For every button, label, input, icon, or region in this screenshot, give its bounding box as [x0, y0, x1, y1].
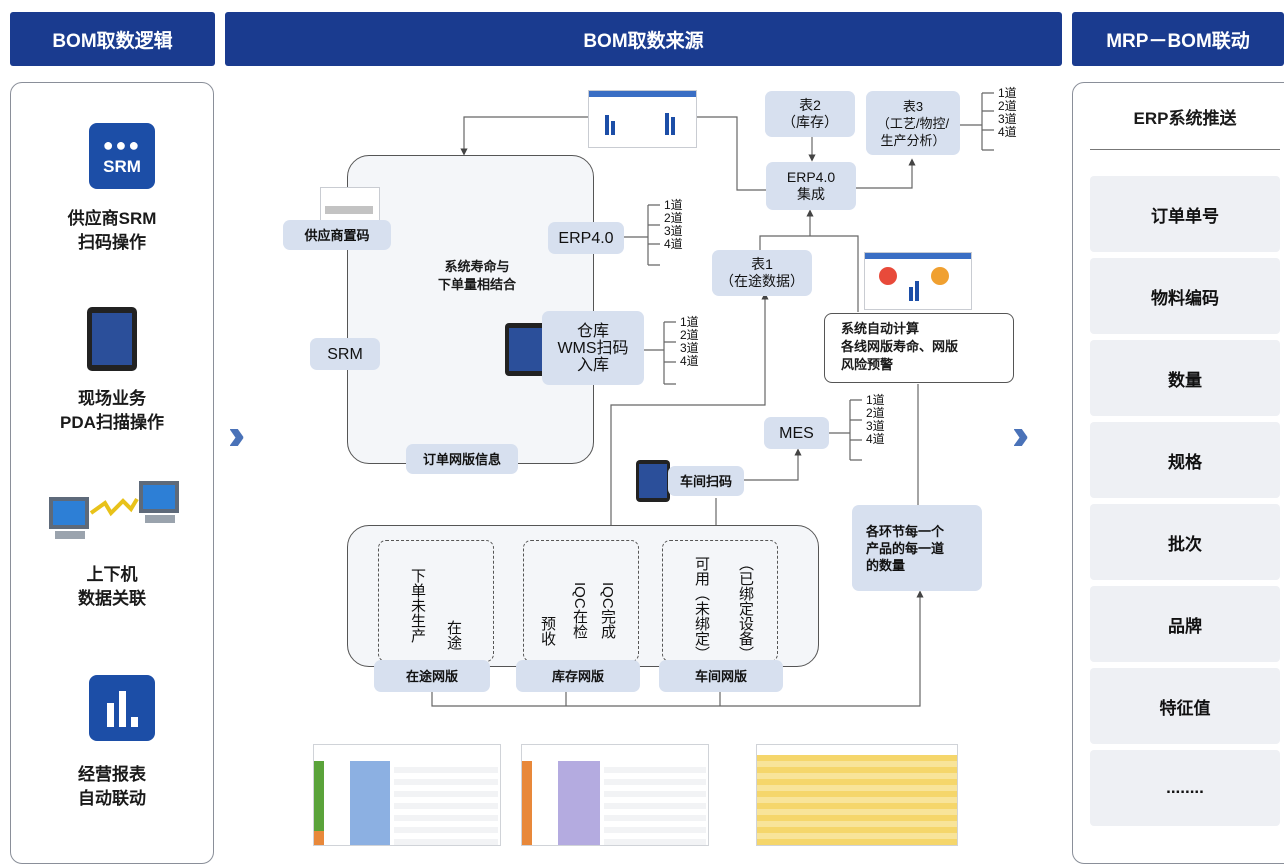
spec-item: 规格 [1090, 422, 1280, 498]
auto-calc-box: 系统自动计算 各线网版寿命、网版 风险预警 [824, 313, 1014, 383]
more-item: ........ [1090, 750, 1280, 826]
bar-chart-icon [89, 675, 155, 741]
in-transit-screen-box: 在途网版 [374, 660, 490, 692]
report-sync-label: 经营报表自动联动 [78, 765, 146, 808]
machine-data-label: 上下机数据关联 [78, 565, 146, 608]
srm-app-icon: ●●● SRM [89, 123, 155, 189]
screen-inventory-outline [347, 525, 819, 667]
mes-box: MES [764, 417, 829, 449]
erp-push-divider [1090, 149, 1280, 150]
wms-box: 仓库 WMS扫码 入库 [542, 311, 644, 385]
table2-box: 表2 （库存） [765, 91, 855, 137]
supplier-code-screenshot [320, 187, 380, 223]
linked-computers-icon [49, 481, 179, 539]
brand-item: 品牌 [1090, 586, 1280, 662]
wms-tablet-icon [505, 323, 547, 376]
in-transit-column: 在途 [445, 620, 462, 650]
workshop-scan-box: 车间扫码 [668, 466, 744, 496]
iqc-done-column: IQC完成 [599, 582, 616, 639]
workshop-scan-tablet-icon [636, 460, 670, 502]
order-info-box: 订单网版信息 [406, 444, 518, 474]
srm-box: SRM [310, 338, 380, 370]
header-mrp: MRP－BOM联动 [1072, 12, 1284, 66]
stock-screen-box: 库存网版 [516, 660, 640, 692]
erp-integration-box: ERP4.0 集成 [766, 162, 856, 210]
lifespan-order-text: 系统寿命与 下单量相结合 [437, 259, 516, 292]
pre-receive-column: 预收 [539, 616, 556, 646]
available-unbound-column: 可用（未绑定） [693, 556, 710, 661]
workshop-screen-box: 车间网版 [659, 660, 783, 692]
erp-push-title: ERP系统推送 [1133, 109, 1237, 128]
header-source: BOM取数来源 [225, 12, 1062, 66]
in-transit-dashed-group [378, 540, 494, 662]
bound-device-column: （已绑定设备） [737, 556, 754, 661]
workshop-dashed-group [662, 540, 778, 662]
pda-device-icon [87, 307, 137, 371]
srm-system-outline [347, 155, 594, 464]
risk-dashboard-screenshot [864, 252, 972, 310]
connector-lines [431, 92, 994, 707]
supplier-code-box: 供应商置码 [283, 220, 391, 250]
in-transit-report-thumbnail [313, 744, 501, 846]
quantity-item: 数量 [1090, 340, 1280, 416]
workshop-report-thumbnail [756, 744, 958, 846]
material-code-item: 物料编码 [1090, 258, 1280, 334]
stock-report-thumbnail [521, 744, 709, 846]
iqc-checking-column: IQC在检 [571, 582, 588, 639]
batch-item: 批次 [1090, 504, 1280, 580]
header-logic: BOM取数逻辑 [10, 12, 215, 66]
erp40-box: ERP4.0 [548, 222, 624, 254]
feature-value-item: 特征值 [1090, 668, 1280, 744]
not-produced-column: 下单未生产 [409, 568, 426, 643]
table3-box: 表3 （工艺/物控/ 生产分析） [866, 91, 960, 155]
table1-box: 表1 （在途数据） [712, 250, 812, 296]
dashboard-screenshot [588, 90, 697, 148]
per-process-box: 各环节每一个 产品的每一道 的数量 [852, 505, 982, 591]
order-number-item: 订单单号 [1090, 176, 1280, 252]
